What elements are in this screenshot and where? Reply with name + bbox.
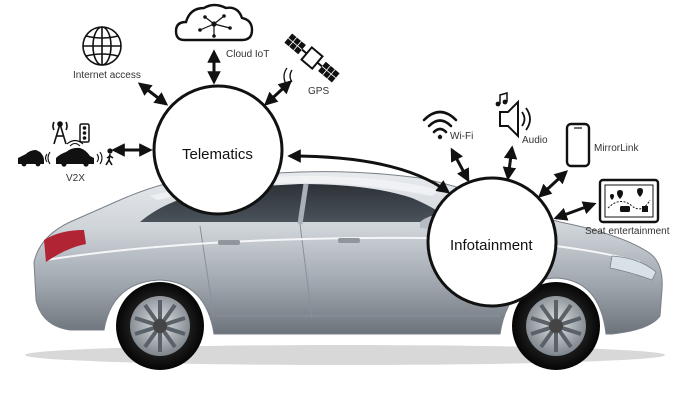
gps-label: GPS — [308, 86, 330, 97]
arrow-wifi-infotainment — [450, 147, 470, 183]
rear-wheel — [116, 282, 204, 370]
signal-waves-icon — [44, 139, 103, 165]
front-wheel — [512, 282, 600, 370]
center-car-icon — [56, 147, 94, 164]
arrow-telematics-infotainment — [287, 149, 451, 194]
satellite-icon — [283, 33, 340, 87]
globe-icon — [82, 26, 122, 66]
wifi-label: Wi-Fi — [450, 131, 474, 142]
smartphone-icon — [565, 122, 591, 168]
audio-label: Audio — [522, 135, 548, 146]
mirrorlink-label: MirrorLink — [594, 143, 639, 154]
tail-light — [44, 230, 86, 262]
car-illustration — [25, 171, 665, 370]
connection-arrows — [111, 49, 597, 221]
arrow-internet-telematics — [137, 82, 169, 106]
internet-access-label: Internet access — [73, 70, 141, 81]
speaker-music-icon — [495, 92, 531, 139]
map-screen-icon — [598, 178, 660, 224]
cloud-network-icon — [174, 3, 254, 42]
cloud-iot-label: Cloud IoT — [226, 49, 270, 60]
v2x-label: V2X — [66, 173, 85, 184]
v2x-icon — [18, 121, 114, 167]
left-car-icon — [18, 150, 44, 164]
rear-door-handle — [218, 240, 240, 245]
arrow-seat-infotainment — [553, 201, 597, 221]
cell-tower-icon — [52, 121, 68, 145]
body-crease — [45, 236, 641, 263]
infotainment-hub — [426, 176, 558, 308]
telematics-label: Telematics — [182, 146, 253, 163]
infotainment-label: Infotainment — [450, 237, 533, 254]
head-light — [609, 255, 657, 281]
rear-door-seam — [199, 225, 215, 319]
arrow-mirrorlink-infotainment — [538, 170, 568, 198]
pedestrian-icon — [105, 148, 114, 166]
arrow-audio-infotainment — [502, 145, 518, 181]
front-door-handle — [338, 238, 360, 243]
traffic-light-icon — [79, 123, 90, 143]
telematics-hub — [152, 84, 284, 216]
arrow-gps-telematics — [264, 80, 292, 106]
wifi-icon — [422, 110, 458, 140]
seat-entertainment-label: Seat entertainment — [585, 226, 670, 237]
